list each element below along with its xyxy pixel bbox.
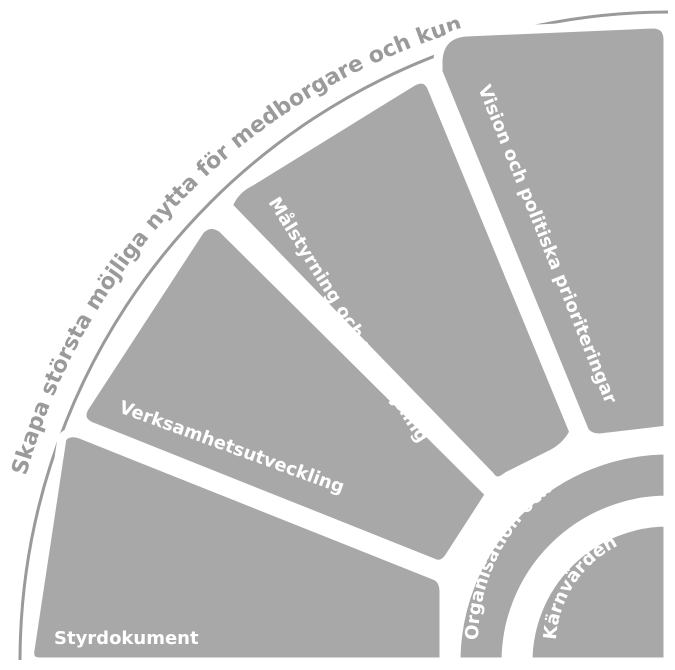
label-styrdokument: Styrdokument	[54, 628, 199, 649]
ring-karnvarden	[523, 517, 673, 667]
segment-styrdokument	[25, 428, 449, 667]
segment-verksamhetsutveckling	[77, 220, 495, 569]
segment-malstyrning	[223, 74, 579, 486]
ring-organisation	[451, 445, 673, 667]
segment-vision	[433, 19, 673, 443]
